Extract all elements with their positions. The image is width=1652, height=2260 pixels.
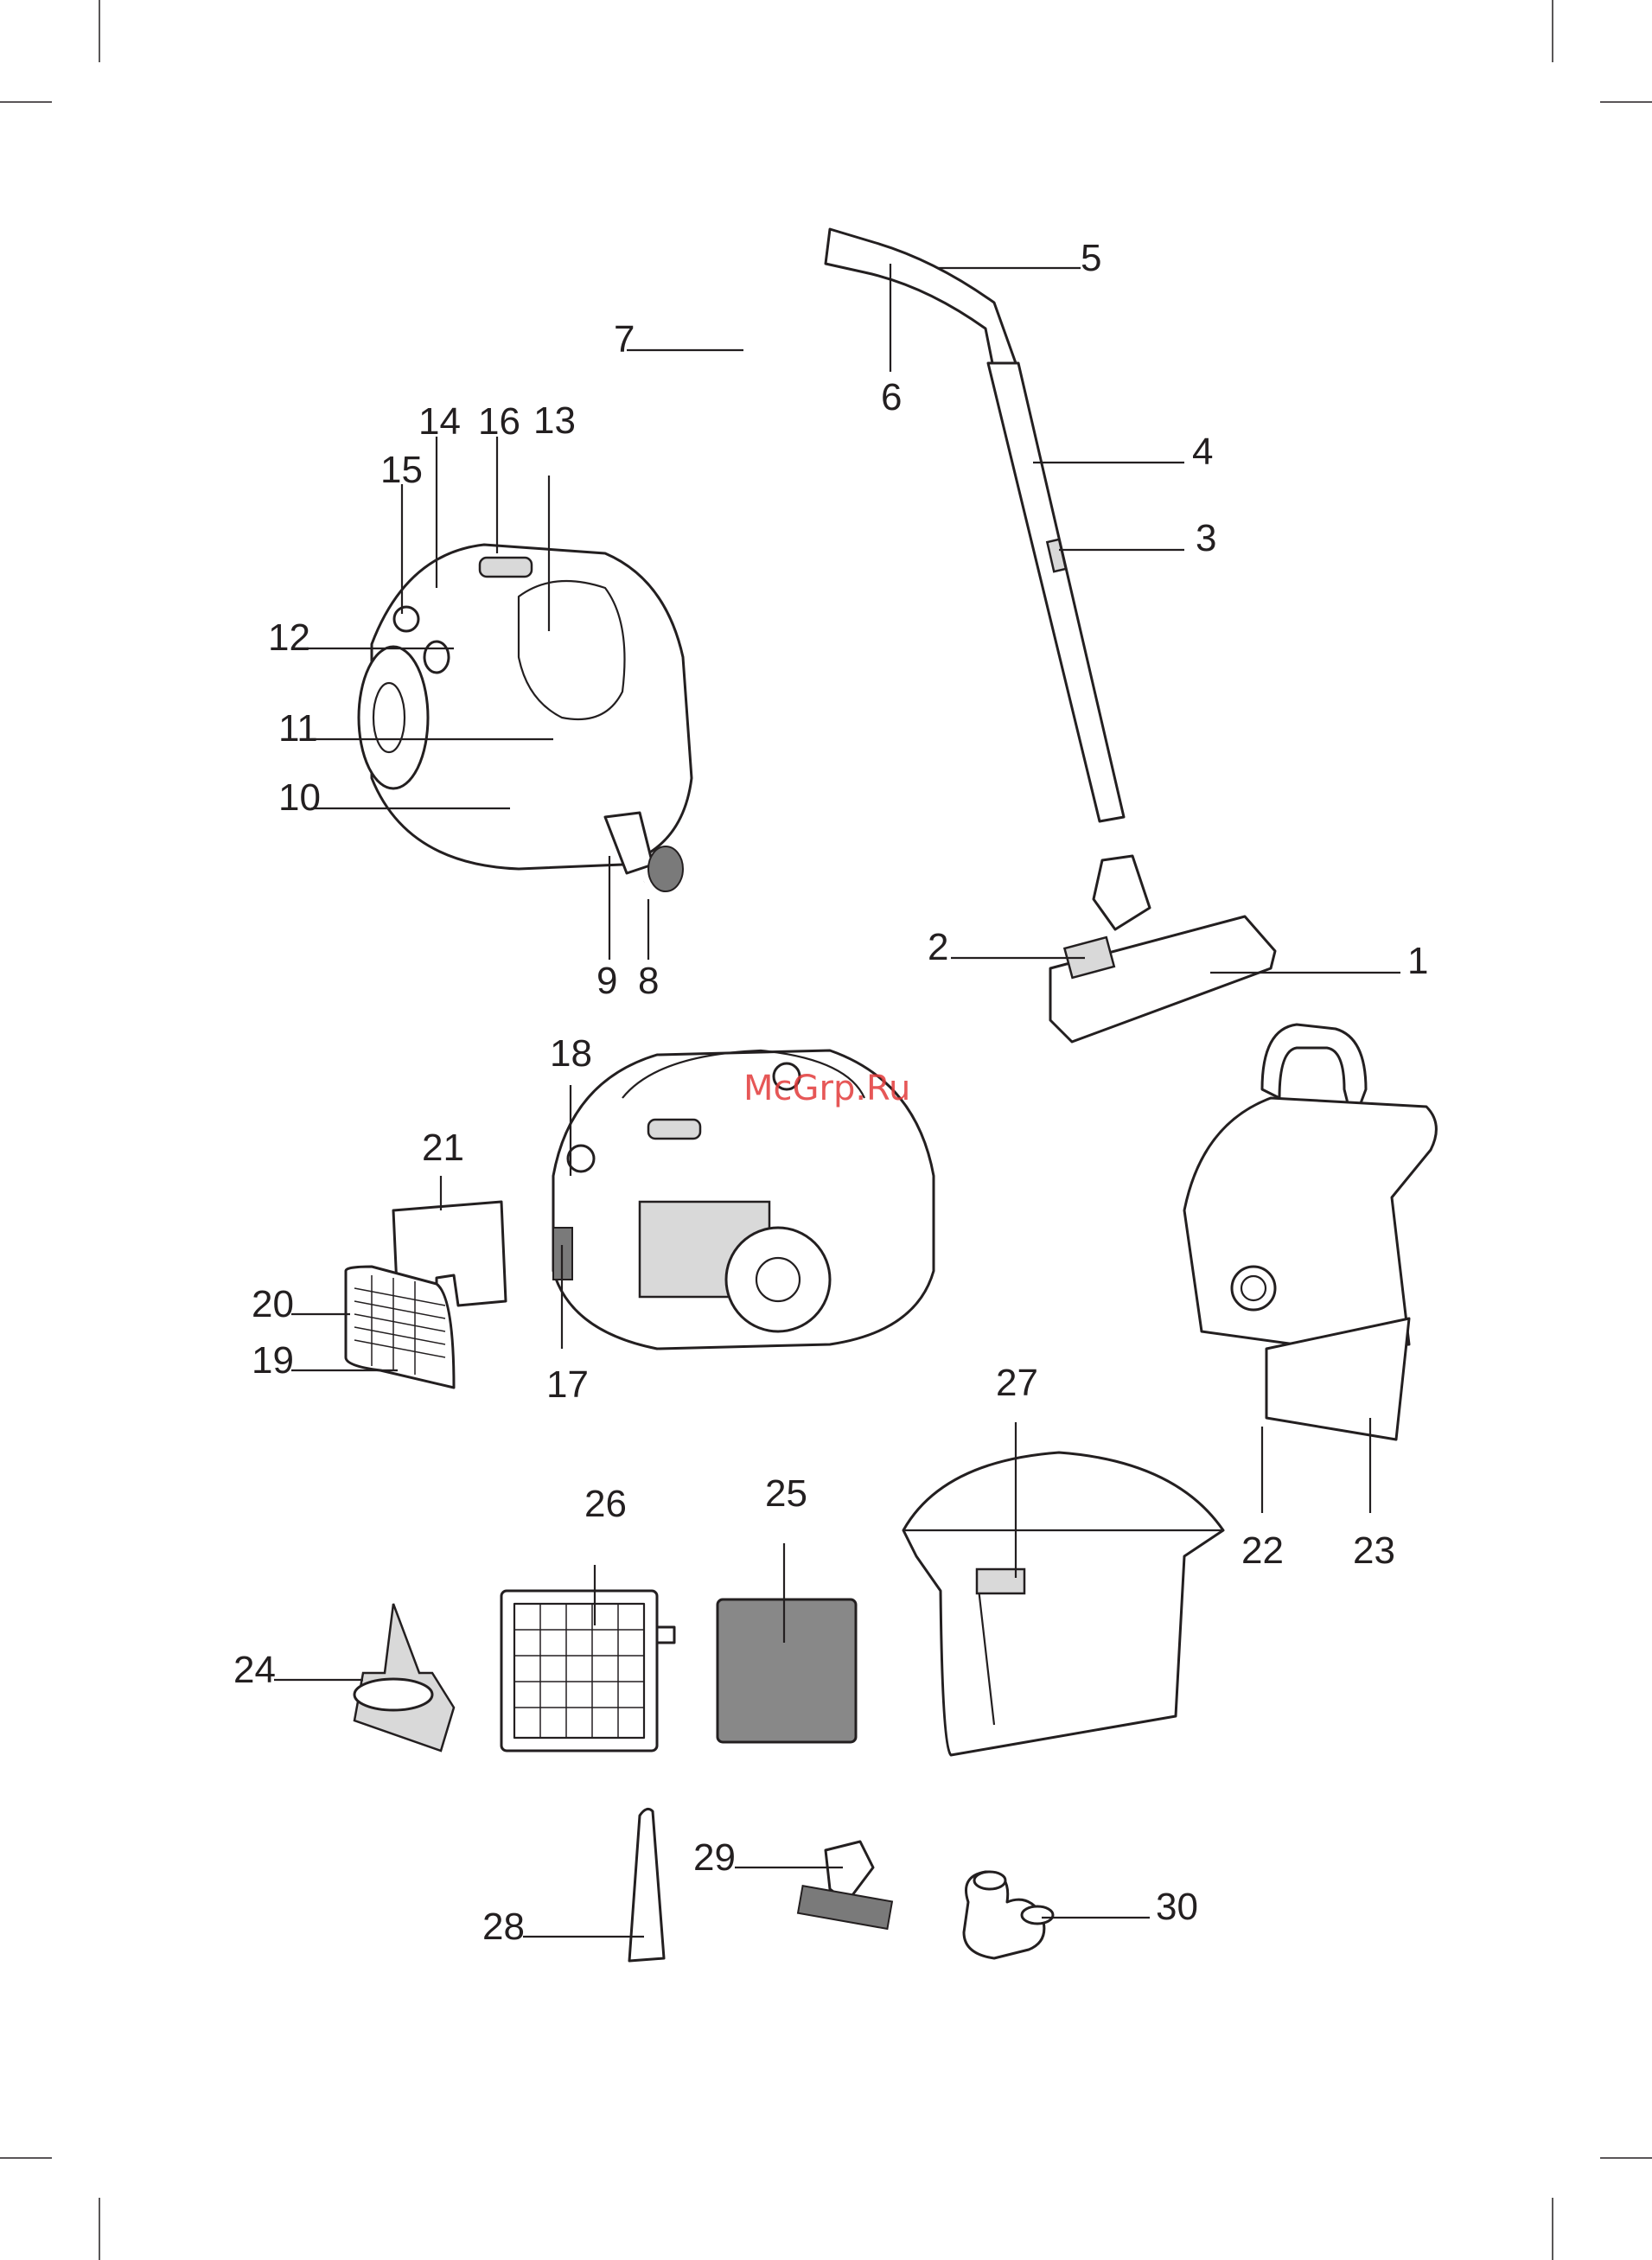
callout-24: 24: [233, 1649, 276, 1691]
crevice-tool: [629, 1809, 664, 1961]
watermark-text: McGrp.Ru: [743, 1069, 910, 1108]
callout-23: 23: [1353, 1529, 1395, 1572]
callout-18: 18: [550, 1032, 592, 1075]
callout-7: 7: [614, 318, 635, 361]
dusting-brush: [798, 1842, 892, 1929]
callout-5: 5: [1081, 237, 1101, 279]
callout-30: 30: [1156, 1886, 1198, 1928]
power-button: [424, 642, 449, 673]
callout-13: 13: [533, 399, 576, 442]
callout-10: 10: [278, 776, 321, 819]
handle: [826, 229, 1016, 372]
nozzle-neck: [1094, 856, 1150, 929]
power-regulator: [480, 558, 532, 577]
callout-3: 3: [1196, 517, 1216, 559]
callout-29: 29: [693, 1836, 736, 1879]
hepa-filter: [501, 1591, 674, 1751]
callout-16: 16: [478, 400, 520, 443]
foam-filter: [718, 1599, 856, 1742]
dust-container: [1184, 1025, 1436, 1440]
callout-4: 4: [1192, 431, 1213, 473]
callout-17: 17: [546, 1363, 589, 1406]
callout-15: 15: [380, 449, 423, 491]
outlet-filter-parts: [346, 1202, 506, 1388]
callout-8: 8: [638, 960, 659, 1002]
callout-22: 22: [1241, 1529, 1284, 1572]
rear-wheel: [359, 647, 428, 788]
callout-6: 6: [881, 376, 902, 418]
accessory-holder: [964, 1872, 1053, 1958]
cyclone-filter: [354, 1604, 454, 1751]
callout-28: 28: [482, 1906, 525, 1948]
telescopic-tube: [988, 363, 1124, 821]
floor-nozzle: [1050, 916, 1275, 1042]
side-wheel: [726, 1228, 830, 1331]
callout-26: 26: [584, 1483, 627, 1525]
callout-25: 25: [765, 1472, 807, 1515]
cyclone-container: [903, 1452, 1223, 1755]
callout-20: 20: [252, 1283, 294, 1325]
callout-14: 14: [418, 400, 461, 443]
callout-27: 27: [996, 1362, 1038, 1404]
callout-12: 12: [268, 616, 310, 659]
callout-19: 19: [252, 1339, 294, 1382]
callout-21: 21: [422, 1127, 464, 1169]
callout-2: 2: [928, 926, 948, 968]
container-body: [1184, 1098, 1436, 1349]
vacuum-cleaner-assembled: [359, 229, 1275, 1042]
callout-11: 11: [278, 707, 318, 750]
callout-1: 1: [1407, 940, 1428, 982]
cord-rewind-button: [394, 607, 418, 631]
callout-9: 9: [596, 960, 617, 1002]
